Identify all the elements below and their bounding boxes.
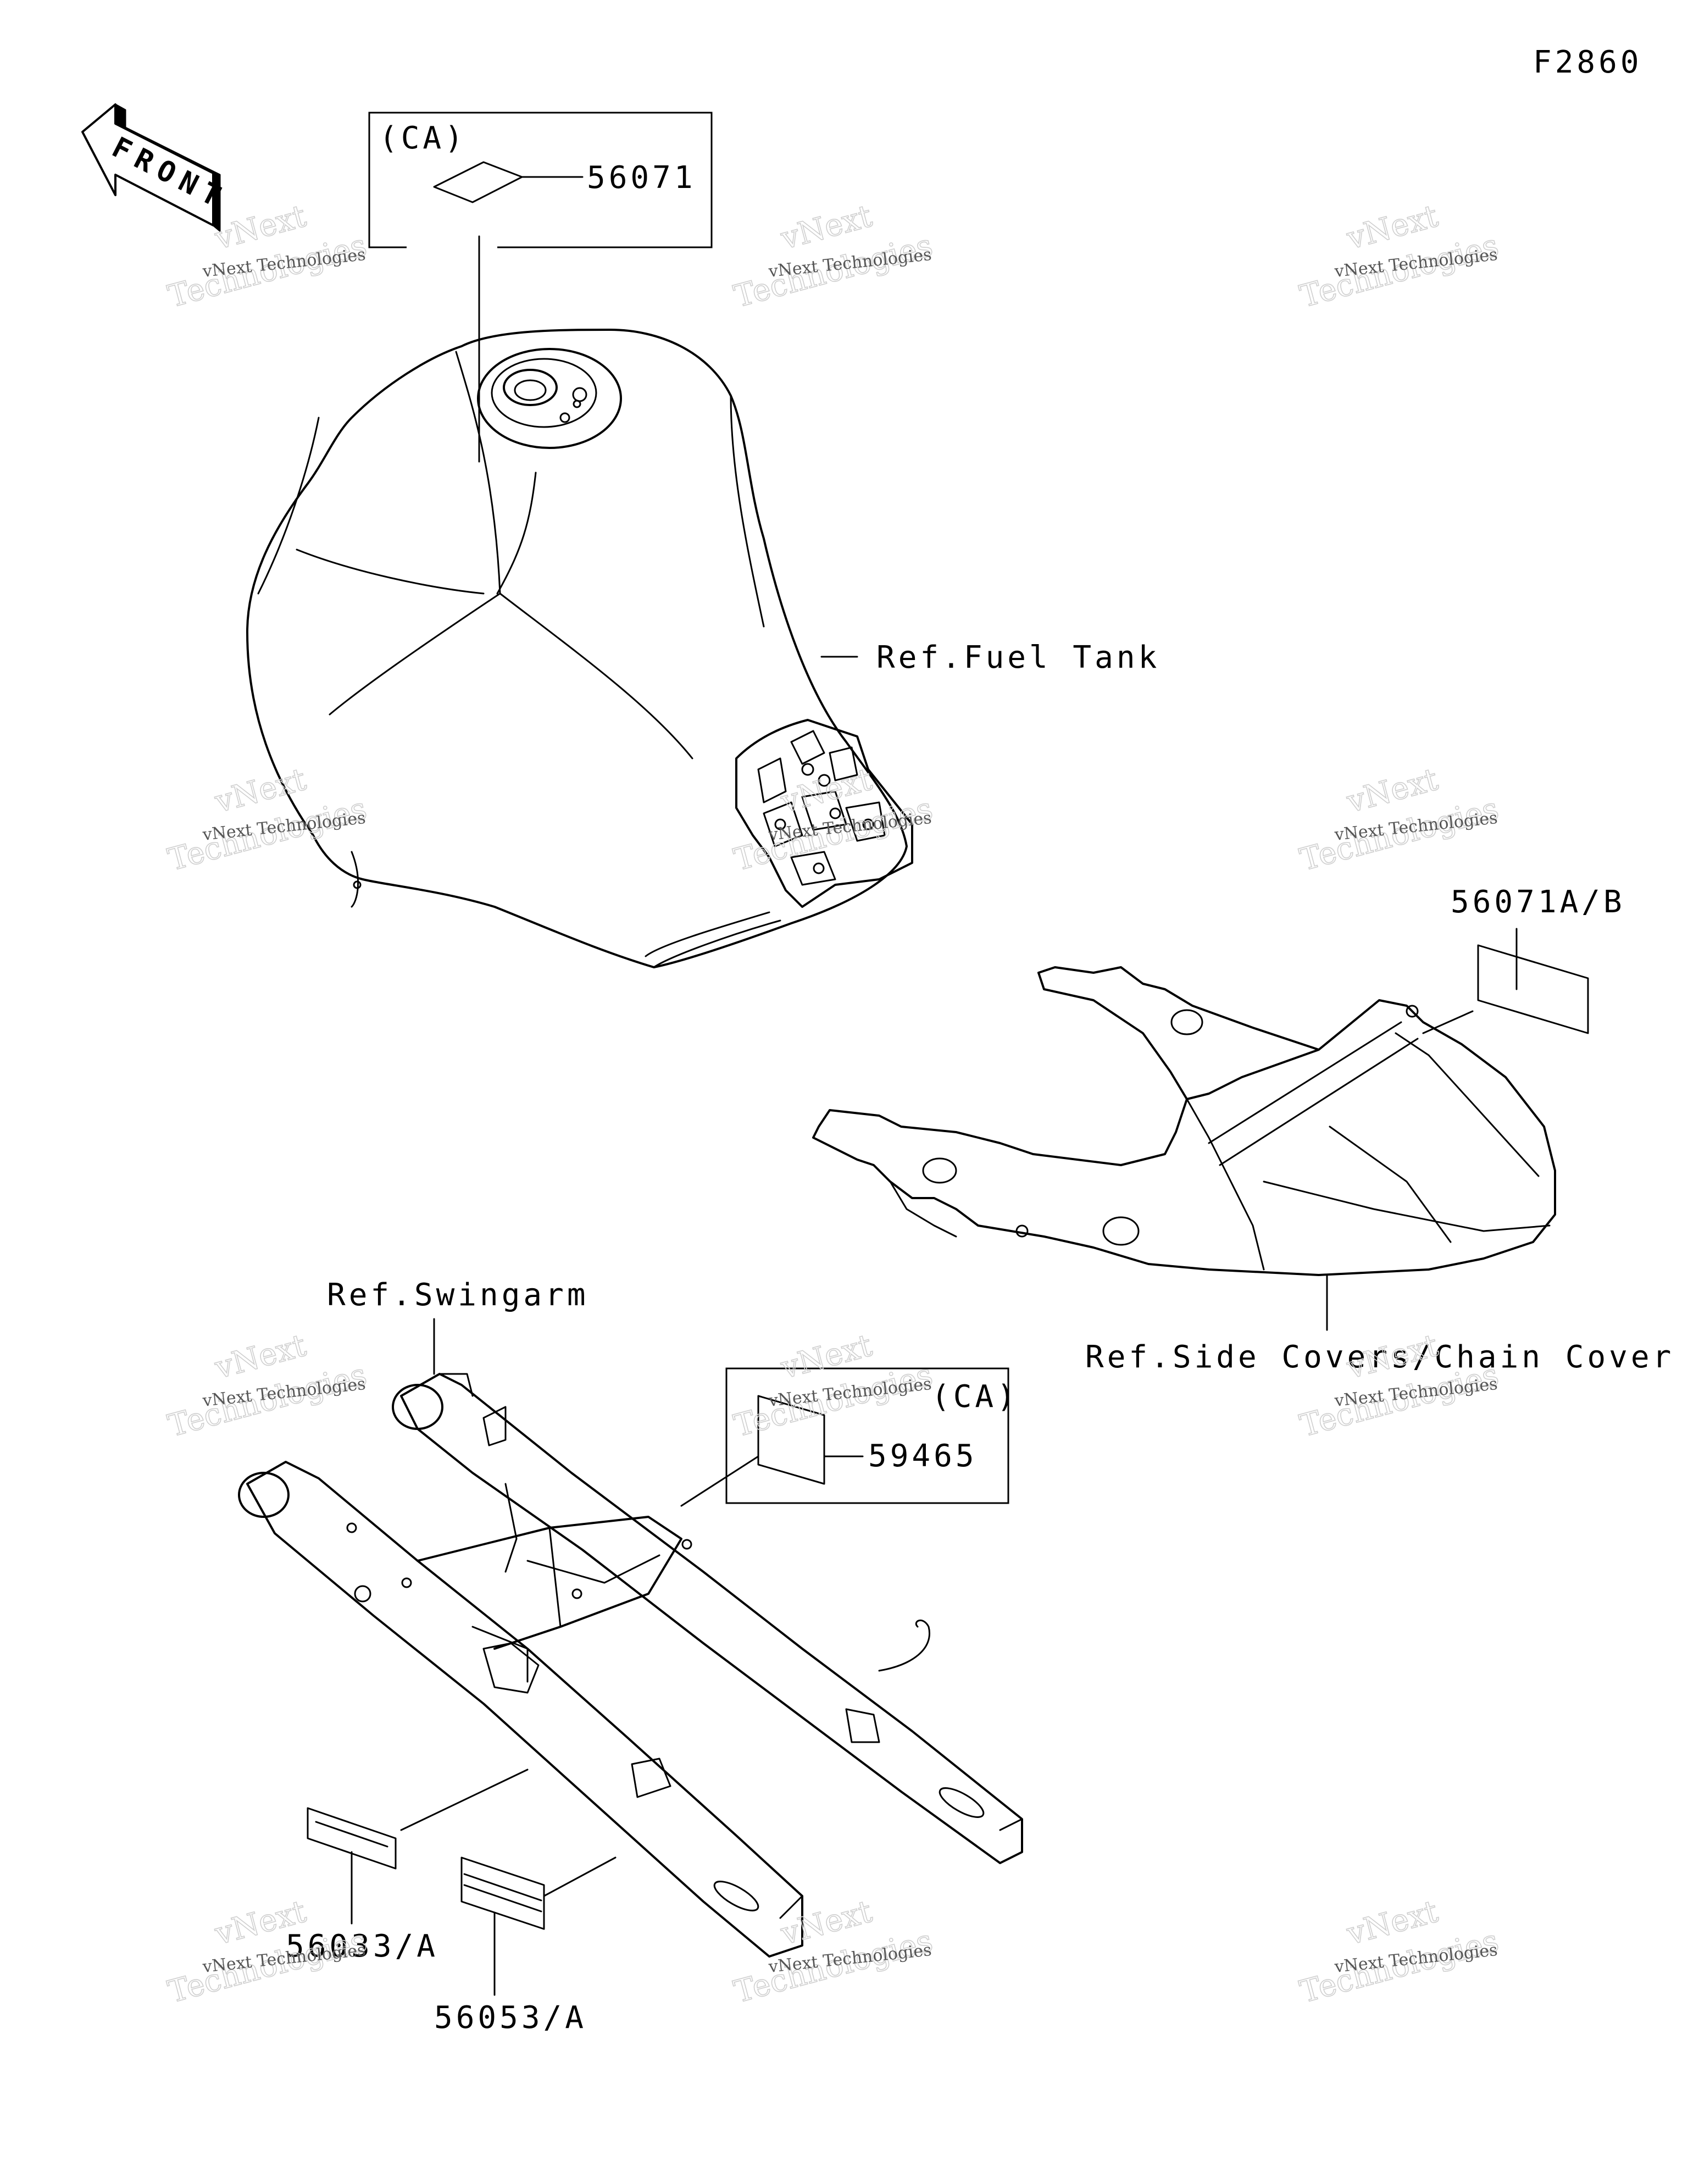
watermark: vNext Technologies vNext Technologies (164, 1893, 370, 2011)
watermark: vNext Technologies vNext Technologies (164, 1327, 370, 1445)
part-number-56053a: 56053/A (434, 2000, 587, 2036)
callout-box-top: (CA) 56071 (368, 112, 713, 463)
part-number-56071ab: 56071A/B (1451, 884, 1625, 920)
ca-label-mid: (CA) (931, 1379, 1019, 1415)
part-number-56071: 56071 (587, 160, 696, 196)
watermark: vNext Technologies vNext Technologies (730, 1327, 936, 1445)
label-sticker-59465 (757, 1395, 825, 1485)
ref-swingarm-label: Ref.Swingarm (327, 1277, 589, 1313)
fuel-tank-drawing: Ref.Fuel Tank (246, 329, 1160, 968)
ca-label-top: (CA) (379, 120, 467, 156)
ref-fuel-tank-label: Ref.Fuel Tank (876, 640, 1160, 675)
watermark: vNext Technologies vNext Technologies (730, 1893, 936, 2011)
watermark: vNext Technologies vNext Technologies (1296, 198, 1502, 315)
watermark: vNext Technologies vNext Technologies (1296, 1893, 1502, 2011)
watermark: vNext Technologies vNext Technologies (730, 761, 936, 879)
label-sticker-56071 (433, 161, 523, 203)
watermark-layer: vNext Technologies vNext Technologies vN… (164, 198, 1502, 2011)
sticker-group-bottom: 56033/A 56053/A (286, 1769, 617, 2036)
watermark: vNext Technologies vNext Technologies (730, 198, 936, 315)
callout-box-mid: (CA) 59465 (680, 1367, 1019, 1507)
part-number-56033a: 56033/A (286, 1928, 438, 1964)
label-sticker-56071ab (1477, 944, 1589, 1034)
watermark: vNext Technologies vNext Technologies (1296, 761, 1502, 879)
side-covers-drawing: 56071A/B Ref.Side Covers/Chain Cover (812, 884, 1674, 1375)
watermark: vNext Technologies vNext Technologies (164, 761, 370, 879)
part-number-59465: 59465 (868, 1438, 978, 1474)
figure-code: F2860 (1533, 45, 1642, 80)
label-sticker-56033a (307, 1807, 397, 1870)
front-direction-arrow-icon: FRONT (81, 103, 232, 232)
swingarm-drawing: Ref.Swingarm (238, 1277, 1023, 1958)
ref-side-covers-label: Ref.Side Covers/Chain Cover (1085, 1339, 1674, 1375)
label-sticker-56053a (460, 1856, 545, 1930)
